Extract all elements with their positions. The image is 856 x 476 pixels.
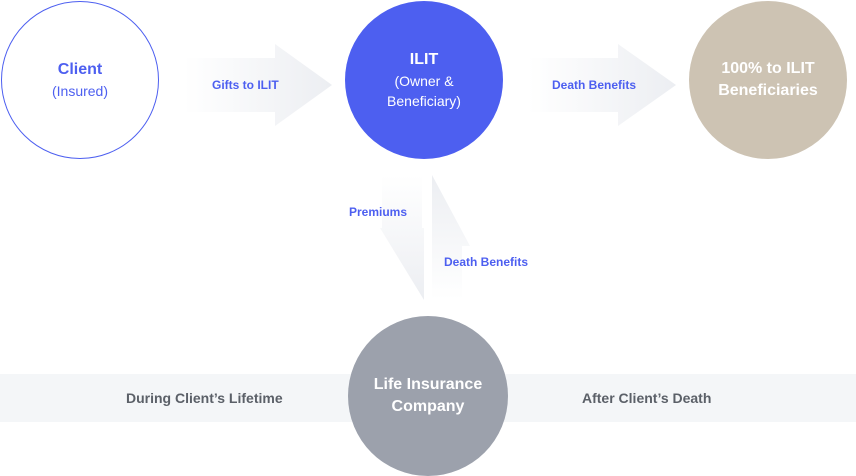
ilit-node: ILIT (Owner & Beneficiary)	[345, 1, 503, 159]
arrow-death-benefits-right	[528, 44, 676, 126]
ilit-subtitle-line1: (Owner &	[394, 73, 454, 89]
flow-label-gifts: Gifts to ILIT	[212, 78, 279, 92]
client-title: Client	[57, 61, 103, 78]
beneficiaries-line2: Beneficiaries	[718, 82, 818, 99]
ilit-subtitle-line2: Beneficiary)	[387, 93, 461, 109]
flow-label-death-benefits-right: Death Benefits	[552, 78, 637, 92]
beneficiaries-node: 100% to ILIT Beneficiaries	[689, 1, 847, 159]
life-insurance-line1: Life Insurance	[373, 376, 483, 393]
client-node: Client (Insured)	[1, 1, 159, 159]
arrow-premiums-down	[380, 175, 424, 300]
life-insurance-node: Life Insurance Company	[348, 316, 508, 476]
arrow-death-benefits-up	[432, 175, 470, 300]
timeline-label-after-death: After Client’s Death	[582, 390, 712, 406]
arrow-gifts	[184, 44, 332, 126]
life-insurance-line2: Company	[391, 398, 465, 415]
client-subtitle: (Insured)	[51, 83, 109, 99]
timeline-label-lifetime: During Client’s Lifetime	[126, 390, 283, 406]
beneficiaries-line1: 100% to ILIT	[721, 60, 815, 77]
flow-label-death-benefits-up: Death Benefits	[444, 255, 529, 269]
ilit-title: ILIT	[409, 51, 439, 68]
flow-label-premiums: Premiums	[349, 205, 408, 219]
